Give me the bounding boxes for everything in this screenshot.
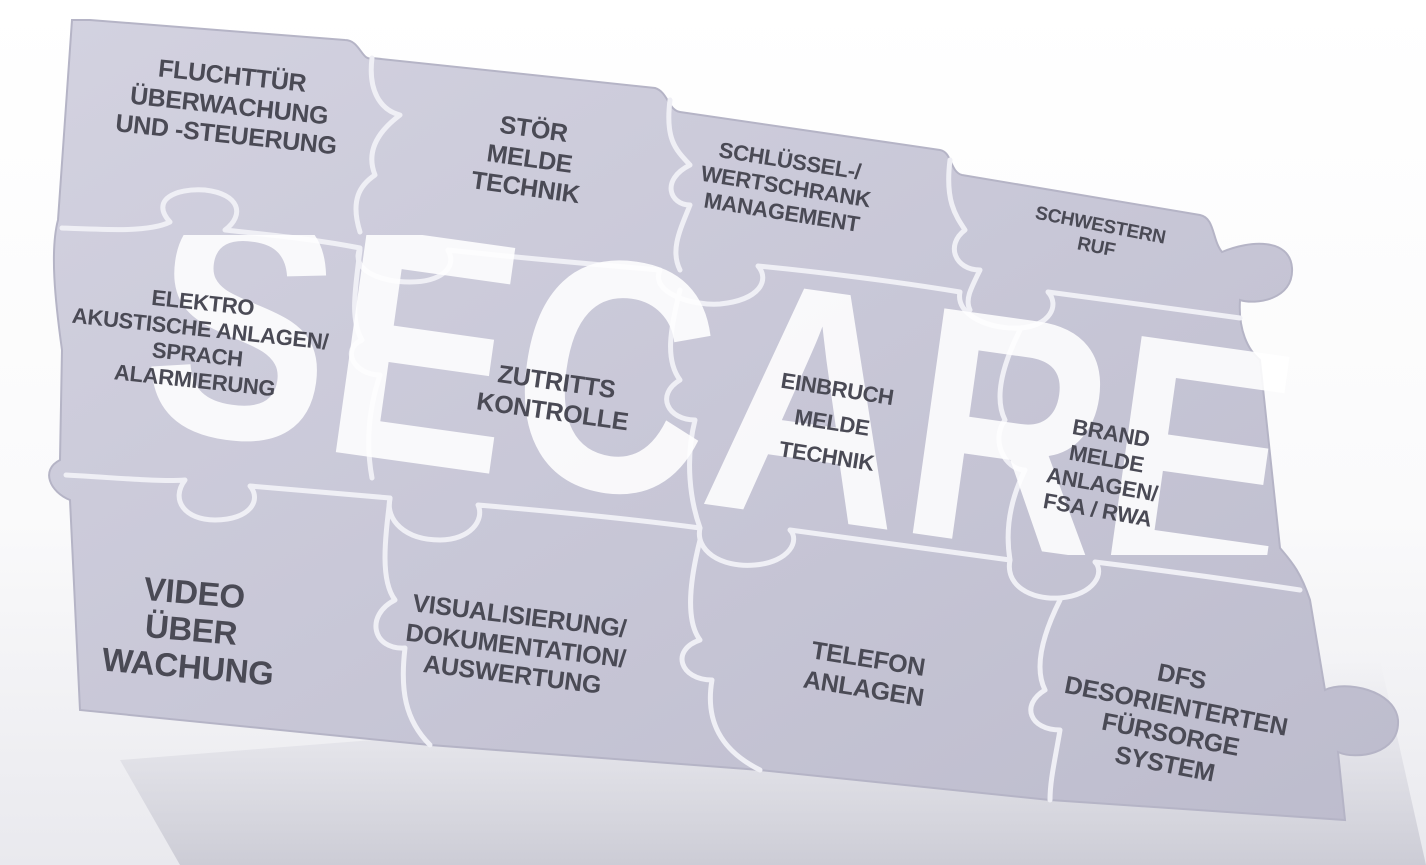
- piece-stoer: STÖR MELDE TECHNIK: [469, 108, 589, 211]
- puzzle-outline: [48, 19, 1400, 822]
- puzzle-seams: [59, 55, 1303, 803]
- piece-einbruch: EINBRUCH MELDE TECHNIK: [768, 364, 896, 483]
- piece-video: VIDEO ÜBER WACHUNG: [100, 568, 281, 693]
- piece-brand: BRAND MELDE ANLAGEN/ FSA / RWA: [1040, 411, 1169, 533]
